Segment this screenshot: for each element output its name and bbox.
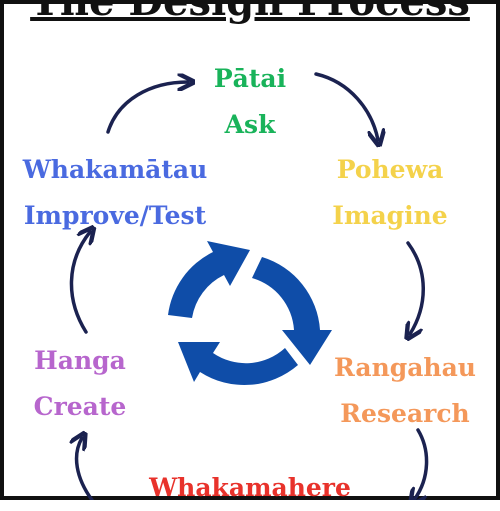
poster-frame xyxy=(0,0,500,500)
stage-research: Rangahau Research xyxy=(320,345,490,437)
cycle-segment-right xyxy=(252,257,332,365)
stage-plan: Whakamahere xyxy=(130,465,370,511)
cycle-segment-bottom xyxy=(178,342,298,386)
arrow-ask-to-imagine xyxy=(314,72,378,140)
stage-ask: Pātai Ask xyxy=(180,56,320,148)
stage-imagine: Pohewa Imagine xyxy=(320,147,460,239)
stage-improve-test-maori-label: Whakamātau xyxy=(22,155,208,184)
arrow-research-to-plan xyxy=(414,428,429,500)
stage-create: Hanga Create xyxy=(20,338,140,430)
arrow-plan-to-create xyxy=(77,438,94,500)
stage-improve-test-english-label: Improve/Test xyxy=(23,201,207,230)
stage-create-maori-label: Hanga xyxy=(34,346,126,375)
page-title: The Design Process xyxy=(30,0,470,25)
stage-research-maori-label: Rangahau xyxy=(334,353,476,382)
refresh-cycle-icon xyxy=(168,241,332,386)
stage-research-english-label: Research xyxy=(340,399,470,428)
stage-plan-maori-label: Whakamahere xyxy=(149,473,351,502)
stage-create-english-label: Create xyxy=(33,392,127,421)
arrow-imagine-to-research xyxy=(408,241,425,334)
stage-ask-english-label: Ask xyxy=(224,110,276,139)
stage-improve-test: Whakamātau Improve/Test xyxy=(10,147,220,239)
stage-ask-maori-label: Pātai xyxy=(213,64,287,93)
arrow-improve-to-ask xyxy=(106,82,188,134)
stage-imagine-english-label: Imagine xyxy=(332,201,448,230)
arrow-create-to-improve xyxy=(69,232,90,334)
cycle-arrows xyxy=(0,72,429,500)
cycle-segment-top xyxy=(168,241,250,318)
stage-imagine-maori-label: Pohewa xyxy=(336,155,444,184)
